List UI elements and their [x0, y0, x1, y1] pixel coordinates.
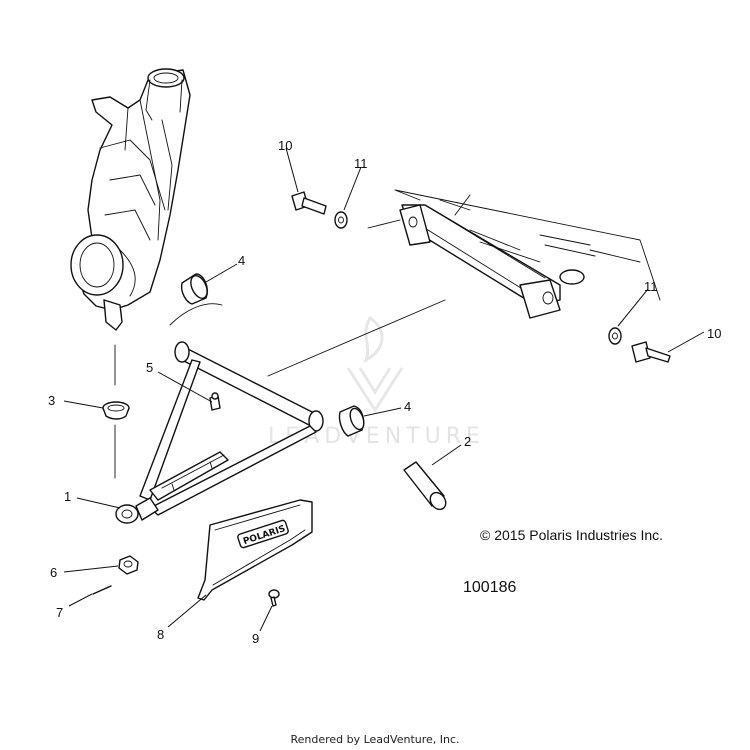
- washer-upper-part: [334, 211, 348, 229]
- a-arm-guard-part: POLARIS: [197, 499, 313, 601]
- bolt-right-part: [631, 341, 671, 363]
- callout-10-right: 10: [707, 326, 721, 341]
- bolt-upper-part: [291, 191, 327, 215]
- frame-crossmember-part: [367, 189, 661, 319]
- render-credit: Rendered by LeadVenture, Inc.: [290, 733, 460, 746]
- callout-9: 9: [252, 631, 259, 646]
- leadventure-watermark: LEADVENTURE: [268, 315, 480, 449]
- callout-4-lower: 4: [404, 399, 411, 414]
- ball-joint-cap-part: [102, 401, 130, 420]
- callout-5: 5: [146, 360, 153, 375]
- screw-part: [268, 589, 280, 607]
- copyright-notice: © 2015 Polaris Industries Inc.: [480, 527, 664, 543]
- callout-11-upper: 11: [354, 156, 368, 171]
- cotter-pin-part: [92, 585, 112, 595]
- callout-leader-lines: [63, 147, 705, 632]
- callout-1: 1: [64, 489, 71, 504]
- bushing-lower-part: [338, 405, 365, 437]
- castle-nut-part: [118, 555, 139, 575]
- callout-7: 7: [56, 605, 63, 620]
- grease-fitting-part: [209, 392, 221, 411]
- callout-4-upper: 4: [238, 253, 245, 268]
- assembly-axis-line-frame: [267, 299, 446, 377]
- bushing-upper-part: [169, 273, 223, 326]
- pivot-sleeve-part: [403, 461, 447, 511]
- callout-labels: 1 2 3 4 4 5 6 7 8 9 10 10 11 11: [48, 138, 721, 646]
- callout-8: 8: [157, 627, 164, 642]
- steering-knuckle-part: [70, 68, 191, 331]
- callout-6: 6: [50, 565, 57, 580]
- callout-2: 2: [464, 434, 471, 449]
- diagram-number: 100186: [463, 579, 517, 596]
- callout-11-right: 11: [644, 279, 658, 294]
- callout-3: 3: [48, 393, 55, 408]
- washer-right-part: [608, 327, 622, 345]
- callout-10-upper: 10: [278, 138, 292, 153]
- a-arm-part: [115, 341, 324, 524]
